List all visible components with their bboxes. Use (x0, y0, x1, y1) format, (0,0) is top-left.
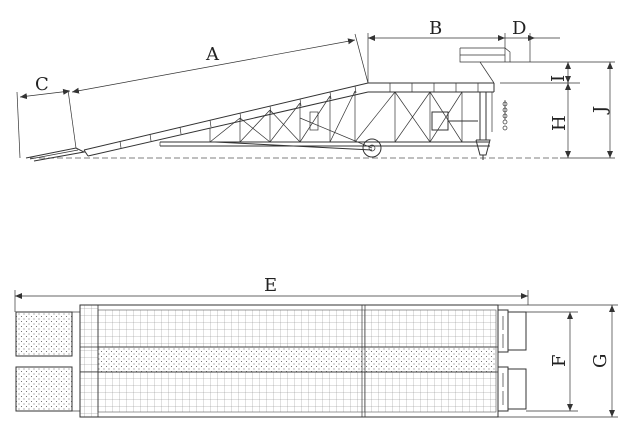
dimension-d-label: D (512, 18, 526, 39)
dimension-a-label: A (205, 44, 220, 65)
dimension-d: D (505, 18, 560, 62)
rear-legs (475, 92, 508, 160)
lip-plate (25, 147, 86, 162)
dimension-e: E (14, 275, 529, 312)
dimension-j-label: J (590, 106, 611, 115)
dimension-a: A (67, 33, 369, 149)
dimension-g-label: G (590, 354, 611, 368)
dimension-h-label: H (549, 115, 570, 131)
top-deck (79, 304, 499, 418)
support-truss (159, 90, 490, 151)
dimension-i-label: I (548, 75, 569, 82)
truck-bed-outline (459, 47, 530, 84)
dimension-f-label: F (549, 355, 570, 368)
hydraulic-cylinder (309, 111, 478, 131)
wheel (362, 138, 382, 158)
height-dimensions: I H J (500, 61, 615, 159)
top-view: E (14, 275, 618, 418)
dimension-c: C (16, 74, 71, 159)
dimension-e-label: E (264, 275, 277, 296)
width-dimensions: F G (498, 304, 618, 418)
dimension-b-label: B (429, 18, 442, 39)
side-view: A C B D I H (16, 18, 615, 162)
dimension-b: B (367, 18, 506, 83)
level-platform (368, 82, 495, 93)
dimension-c-label: C (35, 74, 49, 95)
top-rear-lips (497, 309, 527, 412)
ramp-deck (83, 82, 369, 157)
top-lip-plates (15, 311, 80, 412)
